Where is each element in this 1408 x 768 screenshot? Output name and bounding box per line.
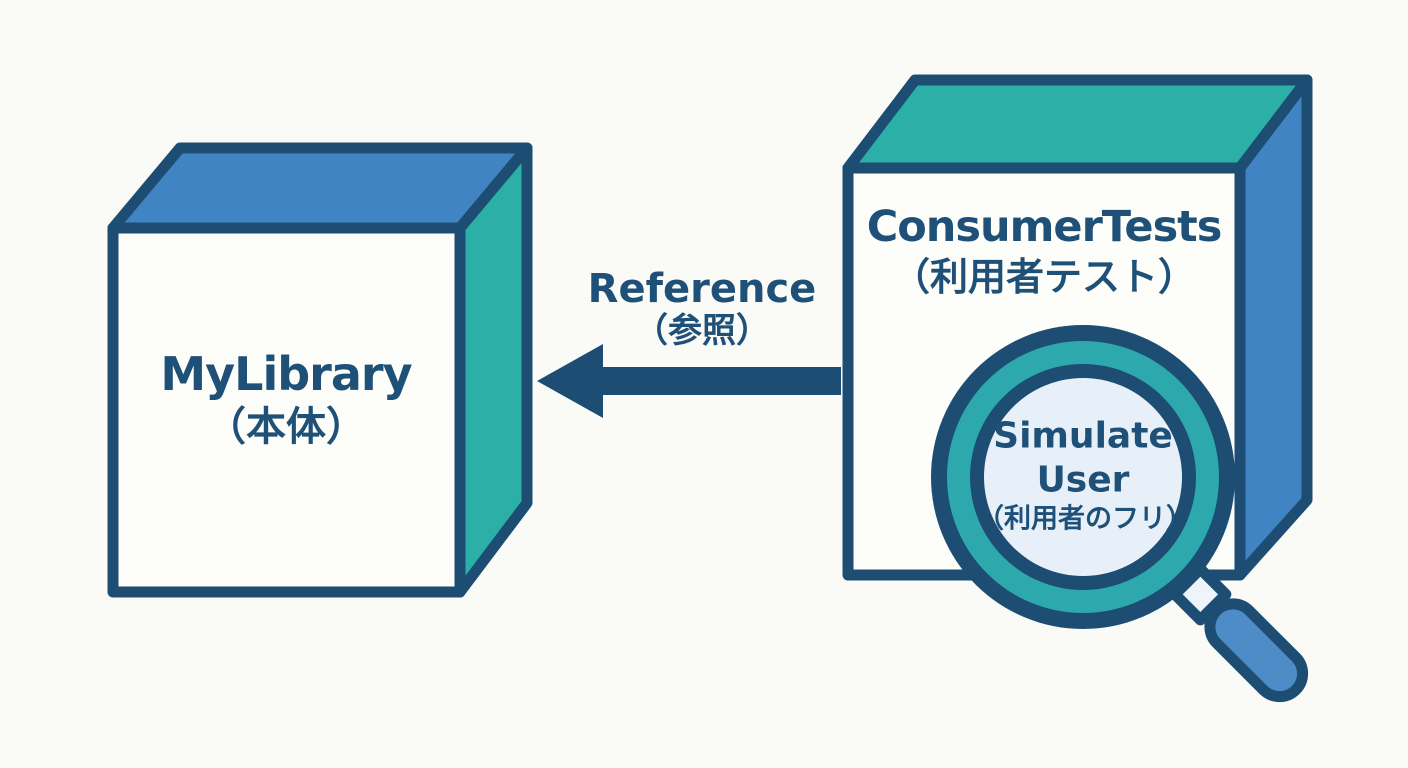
reference-label-ja: （参照） [634, 311, 770, 351]
arrow-left-icon [537, 344, 841, 418]
consumertests-label-ja: （利用者テスト） [892, 255, 1196, 299]
magnifier-label-line2: User [1037, 460, 1130, 501]
mylibrary-front-face [107, 222, 466, 598]
reference-label: Reference [588, 266, 817, 312]
consumertests-top-face [842, 74, 1313, 174]
mylibrary-side-face [454, 142, 533, 598]
mylibrary-label: MyLibrary [160, 347, 412, 401]
mylibrary-box: MyLibrary （本体） [107, 142, 533, 598]
magnifier-label-line1: Simulate [993, 416, 1173, 457]
magnifier-icon: Simulate User （利用者のフリ） [931, 325, 1309, 703]
consumertests-side-face [1234, 74, 1313, 581]
magnifier-label-ja: （利用者のフリ） [977, 504, 1193, 535]
magnifier-lens [984, 378, 1182, 576]
consumertests-label: ConsumerTests [867, 202, 1222, 252]
reference-arrow: Reference （参照） [537, 266, 841, 418]
mylibrary-label-ja: （本体） [206, 404, 366, 450]
